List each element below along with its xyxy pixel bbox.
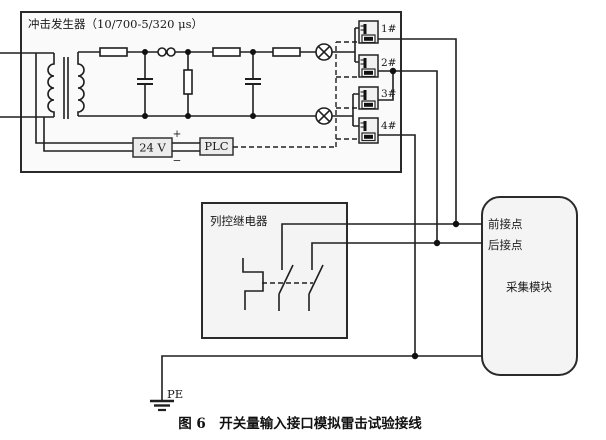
capacitor-icon-1 [137, 52, 153, 116]
transformer-core [63, 57, 69, 119]
relay-channel-box-2 [358, 54, 379, 78]
relay-contact-symbols [242, 258, 324, 311]
psu-plus-sign: + [173, 128, 182, 140]
wire-channel1-out [378, 38, 457, 224]
pe-label: PE [167, 387, 183, 401]
front-contact-label: 前接点 [488, 217, 523, 231]
psu-minus-sign: − [173, 155, 182, 167]
output-connector-icon-bottom [315, 107, 333, 125]
wire-channel4-out [378, 134, 416, 356]
relay-armature-icon [242, 258, 264, 310]
wire-channel3-tie [378, 71, 394, 101]
module-label: 采集模块 [506, 280, 552, 294]
wire-psu-tap-bottom [43, 117, 133, 152]
wire-bracket-ch34 [332, 93, 359, 127]
relay-channel-box-4 [358, 117, 379, 144]
junction-dots [142, 49, 460, 360]
channel-label-2: 2# [381, 57, 396, 69]
relay-switch-icon [363, 121, 367, 131]
transformer-secondary-coil [77, 52, 85, 116]
spark-gap-icon [157, 47, 176, 57]
earth-ground-icon [150, 399, 174, 412]
channel-label-3: 3# [381, 88, 396, 100]
back-contact-blade-icon [308, 264, 324, 311]
relay-cabinet-label: 列控继电器 [210, 214, 268, 228]
relay-switch-icon [363, 24, 367, 34]
psu-24v-box [132, 137, 173, 158]
channel-label-4: 4# [381, 120, 396, 132]
psu-label: 24 V [139, 141, 166, 155]
capacitor-icon-2 [245, 52, 261, 116]
transformer-primary-coil [47, 53, 55, 117]
resistor-icon-1 [99, 47, 128, 57]
front-contact-blade-icon [278, 264, 294, 311]
wire-back-contact [311, 242, 482, 270]
relay-switch-icon [363, 90, 367, 100]
acquisition-module-box [481, 196, 578, 376]
wire-psu-tap-top [35, 53, 133, 144]
resistor-icon-2 [212, 47, 241, 57]
output-connector-icon-top [315, 43, 333, 61]
wire-psu-plc [172, 142, 200, 152]
relay-channel-box-3 [358, 86, 379, 110]
figure-caption: 图 6 开关量输入接口模拟雷击试验接线 [178, 415, 422, 432]
back-contact-label: 后接点 [488, 238, 523, 252]
relay-switch-icon [363, 58, 367, 68]
relay-cabinet-box [201, 202, 348, 339]
wire-plc-control-bus [233, 41, 359, 148]
wire-pe-return [161, 355, 482, 400]
wire-front-contact [281, 223, 482, 270]
channel-label-1: 1# [381, 23, 396, 35]
wire-bracket-ch12 [332, 27, 359, 63]
plc-label: PLC [204, 139, 228, 153]
resistor-icon-3 [272, 47, 301, 57]
transformer-icon [47, 52, 85, 119]
wire-channel2-out [378, 70, 438, 243]
relay-channel-box-1 [358, 20, 379, 44]
generator-title: 冲击发生器（10/700-5/320 μs） [28, 17, 203, 31]
